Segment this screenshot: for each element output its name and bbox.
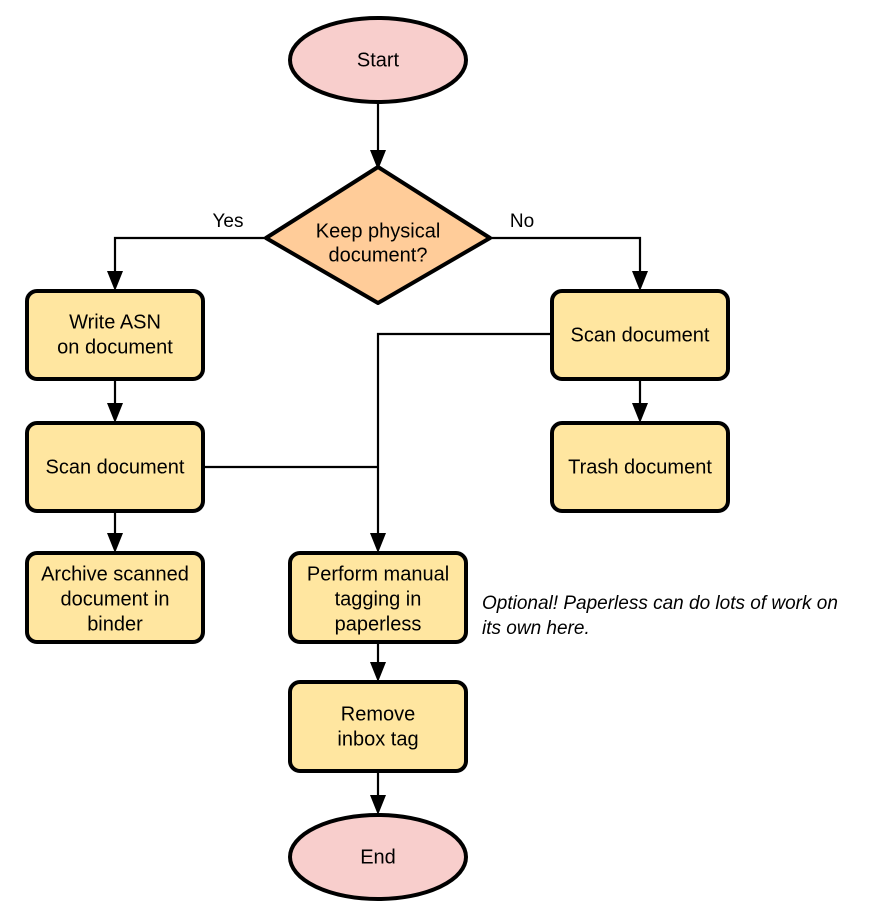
trash-label: Trash document xyxy=(568,456,712,478)
write-asn-label-line1: Write ASN xyxy=(69,311,161,333)
archive-label-line2: document in xyxy=(61,588,170,610)
scan-left-label: Scan document xyxy=(46,456,185,478)
scan-right-box xyxy=(550,289,730,381)
scan-right-label: Scan document xyxy=(571,324,710,346)
tagging-box xyxy=(288,551,468,644)
archive-box xyxy=(25,551,205,644)
decision-label-line2: document? xyxy=(329,244,428,266)
edge-label-yes: Yes xyxy=(213,211,244,232)
edge-scan-right-to-tagging xyxy=(370,332,552,553)
annotation-note: Optional! Paperless can do lots of work … xyxy=(482,593,838,639)
edge-label-no: No xyxy=(510,211,534,232)
node-end[interactable]: End xyxy=(288,813,468,901)
end-label: End xyxy=(360,846,396,868)
archive-label-line1: Archive scanned xyxy=(41,563,189,585)
note-line-2: its own here. xyxy=(482,618,590,639)
remove-inbox-box xyxy=(288,680,468,773)
node-trash-document[interactable]: Trash document xyxy=(550,421,730,513)
edge-write-asn-to-scan-left xyxy=(107,379,123,423)
node-archive-scanned-document[interactable]: Archive scanned document in binder xyxy=(25,551,205,644)
scan-left-box xyxy=(25,421,205,513)
node-start[interactable]: Start xyxy=(288,16,468,104)
remove-inbox-label-line1: Remove xyxy=(341,703,415,725)
node-scan-document-right[interactable]: Scan document xyxy=(550,289,730,381)
edge-decision-yes-to-write-asn xyxy=(107,236,266,291)
note-line-1: Optional! Paperless can do lots of work … xyxy=(482,593,838,614)
remove-inbox-label-line2: inbox tag xyxy=(337,728,418,750)
edge-remove-inbox-to-end xyxy=(370,771,386,815)
edge-decision-no-to-scan-right xyxy=(490,236,648,291)
start-label: Start xyxy=(357,49,400,71)
edge-start-to-decision xyxy=(370,101,386,170)
tagging-label-line2: tagging in xyxy=(335,588,422,610)
node-perform-manual-tagging[interactable]: Perform manual tagging in paperless xyxy=(288,551,468,644)
trash-box xyxy=(550,421,730,513)
start-ellipse xyxy=(288,16,468,104)
node-write-asn-on-document[interactable]: Write ASN on document xyxy=(25,289,205,381)
node-decision-keep-physical-document[interactable]: Keep physical document? xyxy=(264,165,492,305)
edge-scan-left-to-archive xyxy=(107,511,123,553)
node-remove-inbox-tag[interactable]: Remove inbox tag xyxy=(288,680,468,773)
end-ellipse xyxy=(288,813,468,901)
tagging-label-line1: Perform manual xyxy=(307,563,449,585)
node-scan-document-left[interactable]: Scan document xyxy=(25,421,205,513)
archive-label-line3: binder xyxy=(87,613,143,635)
tagging-label-line3: paperless xyxy=(335,613,422,635)
decision-label-line1: Keep physical xyxy=(316,220,441,242)
write-asn-box xyxy=(25,289,205,381)
decision-diamond xyxy=(264,165,492,305)
edge-tagging-to-remove-inbox xyxy=(370,642,386,682)
edge-scan-right-to-trash xyxy=(632,379,648,423)
write-asn-label-line2: on document xyxy=(57,336,173,358)
